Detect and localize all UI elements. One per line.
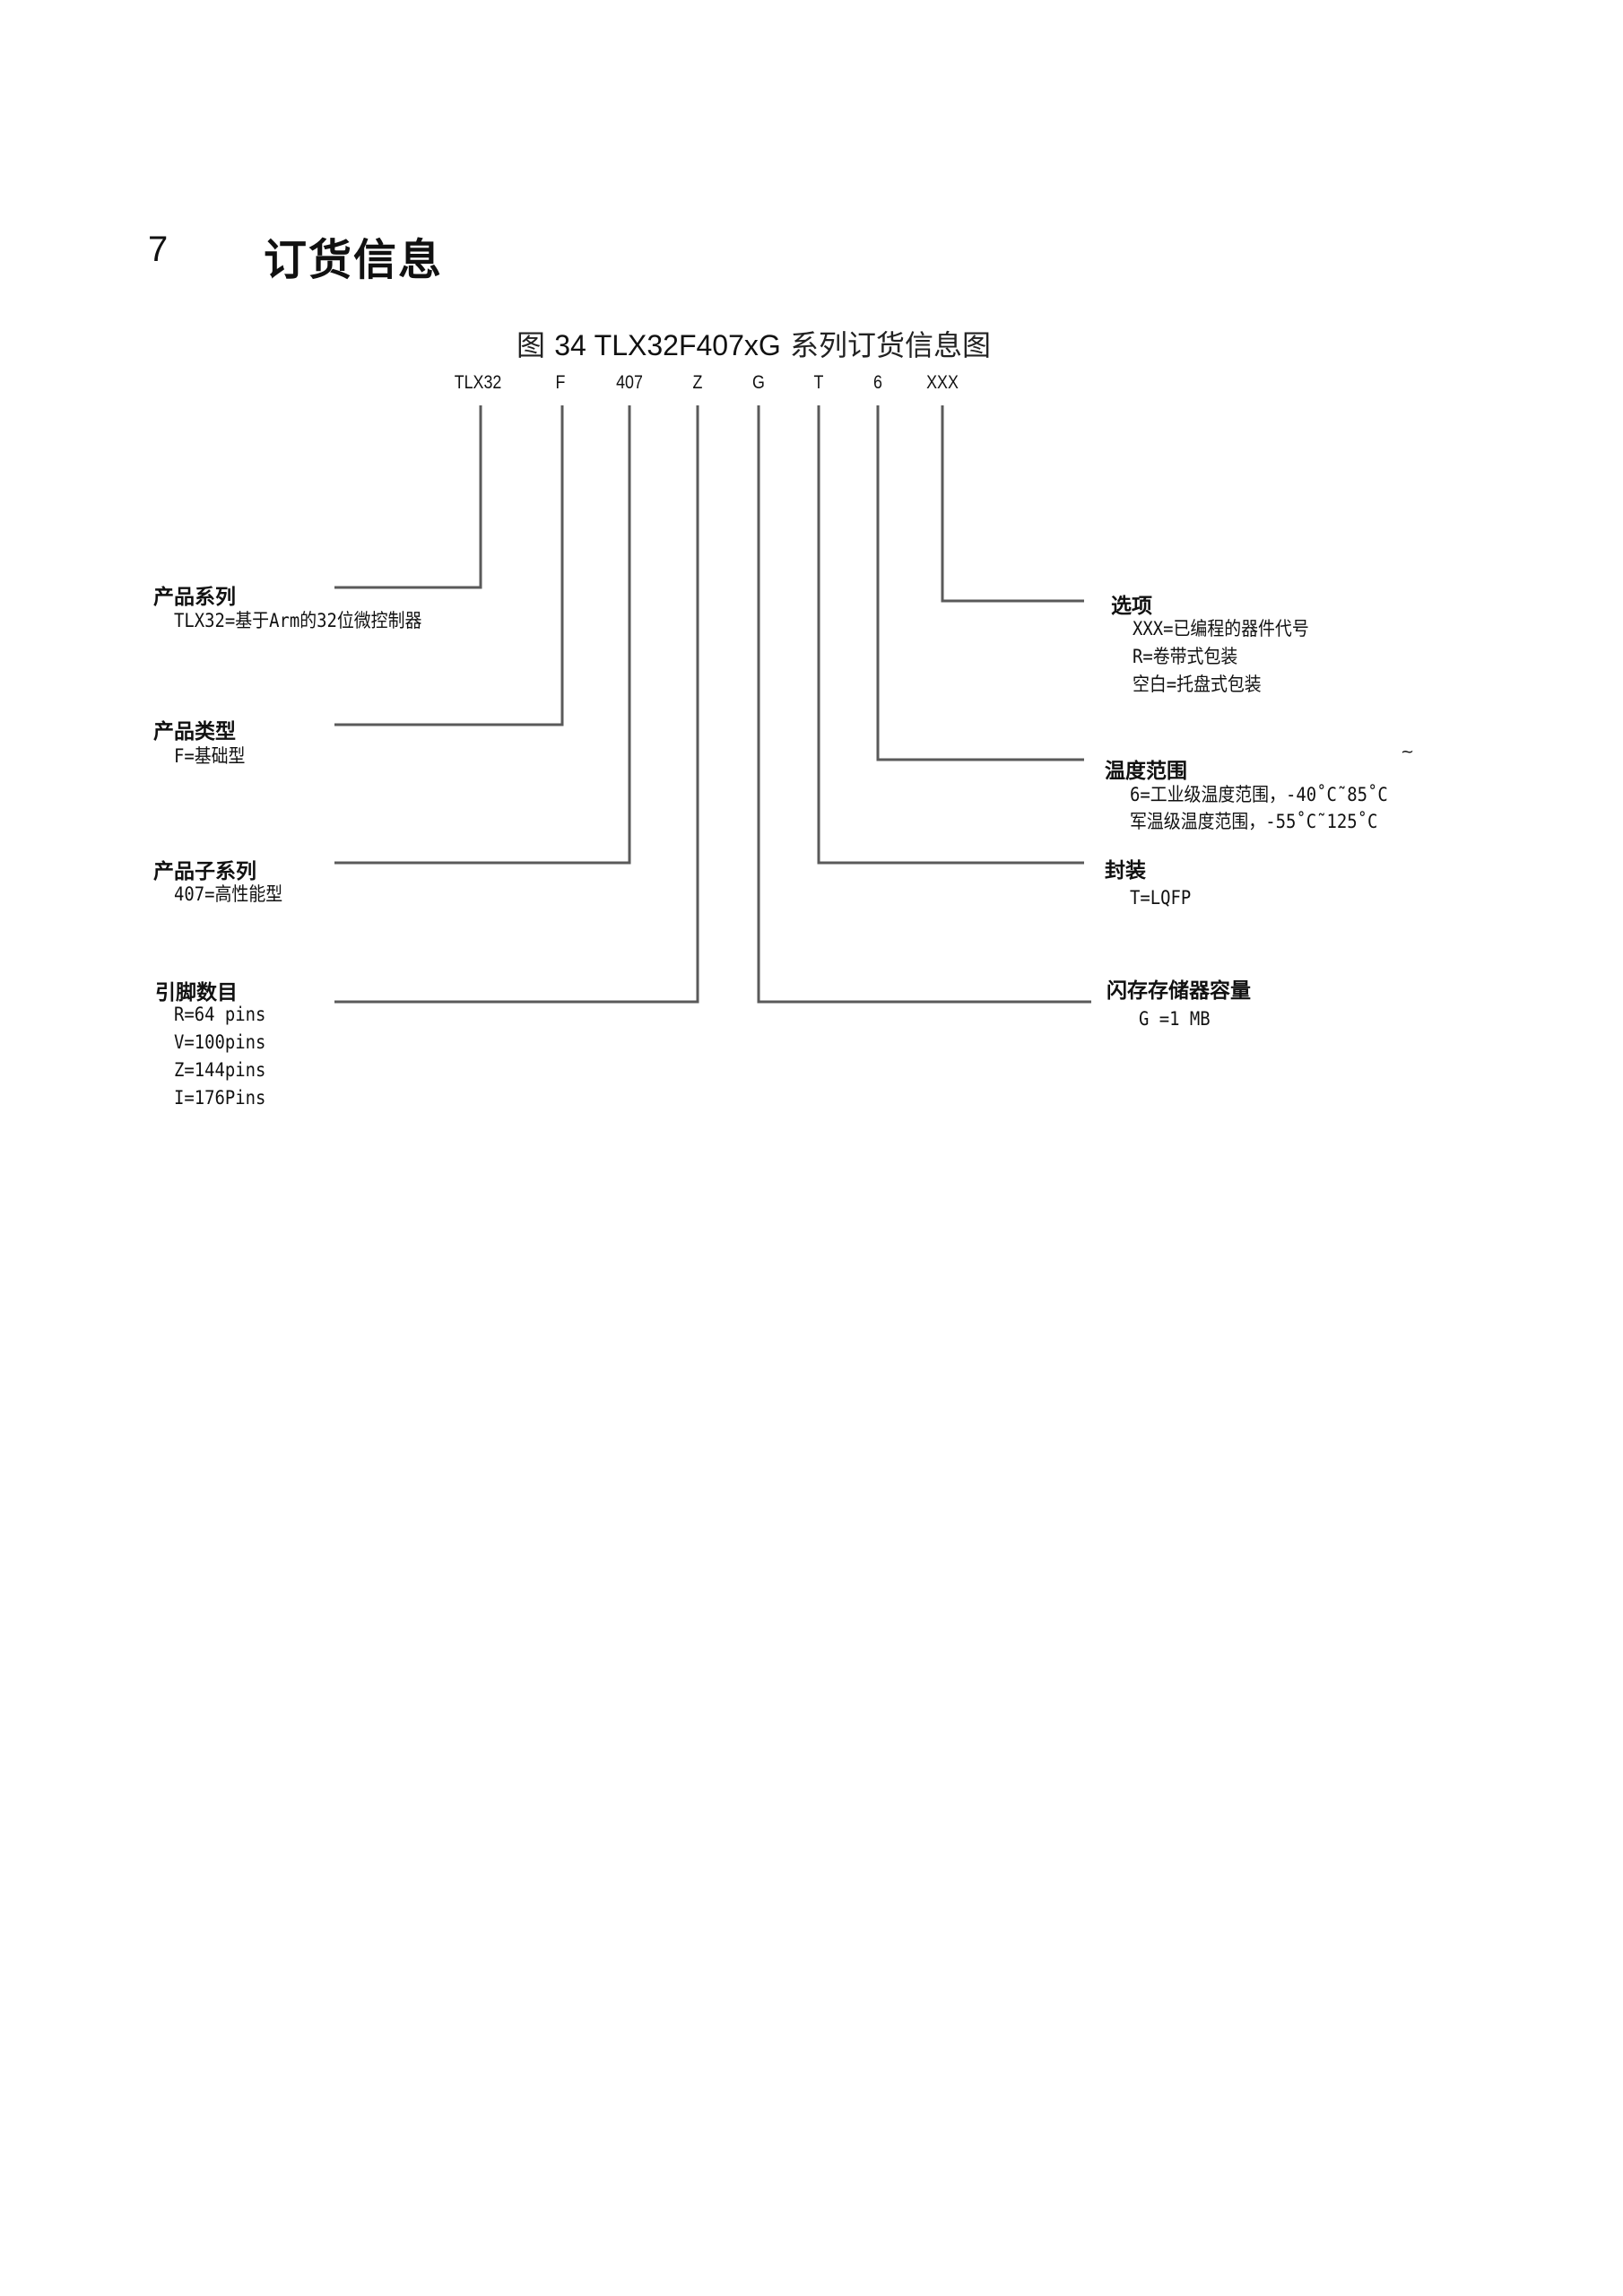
caption-prefix: 图 <box>516 328 546 362</box>
desc-line: G =1 MB <box>1139 1008 1211 1030</box>
label-flash-capacity: 闪存存储器容量 <box>1107 979 1251 1003</box>
code-part-subseries: 407 <box>616 372 643 393</box>
code-part-series: TLX32 <box>454 372 502 393</box>
desc-line: V=100pins <box>174 1031 266 1053</box>
desc-line: 6=工业级温度范围，-40˚C˜85˚C <box>1130 784 1388 805</box>
desc-line: R=64 pins <box>174 1004 266 1025</box>
figure-caption: 图 34 TLX32F407xG 系列订货信息图 <box>516 323 991 364</box>
connector-pins <box>334 405 699 1004</box>
label-product-type: 产品类型 <box>153 720 236 744</box>
desc-package: T=LQFP <box>1130 884 1191 912</box>
desc-product-subseries: 407=高性能型 <box>174 881 282 909</box>
caption-code: 34 TLX32F407xG <box>554 329 781 361</box>
code-part-pins: Z <box>692 372 703 393</box>
connector-series <box>334 405 482 589</box>
desc-line: 军温级温度范围，-55˚C˜125˚C <box>1130 811 1378 832</box>
desc-pin-count: R=64 pins V=100pins Z=144pins I=176Pins <box>174 1001 265 1112</box>
label-product-subseries: 产品子系列 <box>153 860 256 883</box>
desc-line: R=卷带式包装 <box>1133 646 1238 667</box>
code-part-options: XXX <box>926 372 959 393</box>
desc-line: I=176Pins <box>174 1087 266 1109</box>
desc-line: Z=144pins <box>174 1059 266 1081</box>
code-part-temperature: 6 <box>873 372 882 393</box>
desc-line: XXX=已编程的器件代号 <box>1133 618 1309 639</box>
desc-line: T=LQFP <box>1130 887 1192 909</box>
code-part-type: F <box>555 372 566 393</box>
stray-tilde-mark: ~ <box>1401 743 1415 761</box>
desc-options: XXX=已编程的器件代号 R=卷带式包装 空白=托盘式包装 <box>1133 615 1309 699</box>
desc-line: F=基础型 <box>174 745 246 767</box>
connector-package <box>817 405 1084 865</box>
connector-flash <box>757 405 1091 1004</box>
desc-line: 空白=托盘式包装 <box>1133 674 1262 695</box>
connector-type <box>334 405 564 726</box>
desc-flash-capacity: G =1 MB <box>1139 1005 1211 1033</box>
desc-line: TLX32=基于Arm的32位微控制器 <box>174 610 422 631</box>
caption-suffix: 系列订货信息图 <box>789 328 991 362</box>
code-part-package: T <box>813 372 824 393</box>
desc-product-series: TLX32=基于Arm的32位微控制器 <box>174 607 421 635</box>
connector-options <box>941 405 1084 603</box>
connector-temperature <box>876 405 1084 761</box>
section-title: 订货信息 <box>264 235 444 285</box>
code-part-flash: G <box>752 372 765 393</box>
label-package: 封装 <box>1105 859 1146 883</box>
label-pin-count: 引脚数目 <box>155 981 238 1004</box>
label-product-series: 产品系列 <box>153 586 236 609</box>
section-number: 7 <box>148 230 169 269</box>
desc-product-type: F=基础型 <box>174 743 245 770</box>
desc-temperature-range: 6=工业级温度范围，-40˚C˜85˚C 军温级温度范围，-55˚C˜125˚C <box>1130 781 1388 835</box>
connector-subseries <box>334 405 631 865</box>
desc-line: 407=高性能型 <box>174 883 283 905</box>
label-temperature-range: 温度范围 <box>1105 760 1187 783</box>
label-options: 选项 <box>1111 595 1152 618</box>
